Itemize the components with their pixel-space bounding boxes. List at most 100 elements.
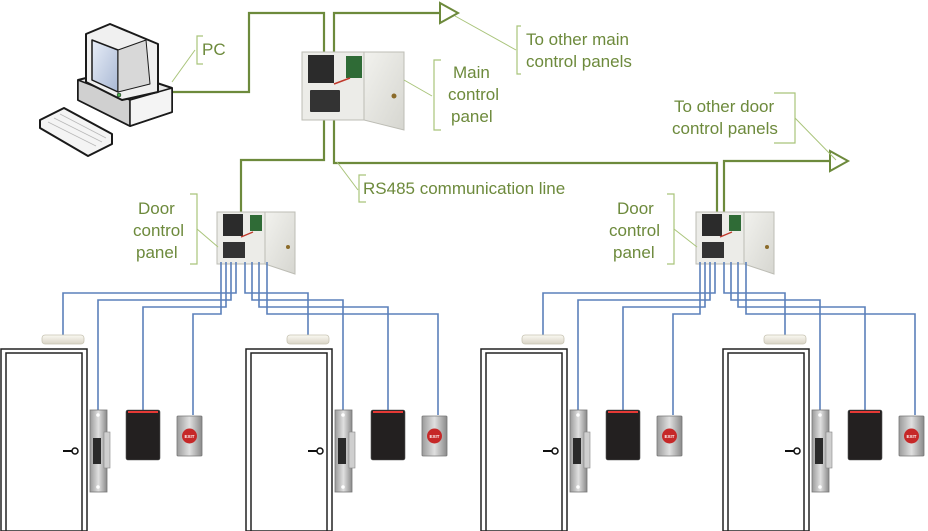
device-wire (266, 262, 439, 415)
strike-screw-bottom (96, 485, 100, 489)
door-lock-icon (71, 447, 79, 455)
card-reader-led (608, 411, 638, 413)
door-panel-right-label-3: panel (613, 243, 655, 262)
other-door-label-1: To other door (674, 97, 775, 116)
main-panel-label-1: Main (453, 63, 490, 82)
card-reader-icon (125, 409, 161, 461)
other-door-label-2: control panels (672, 119, 778, 138)
strike-screw-bottom (818, 485, 822, 489)
door-panel-left-bracket (190, 193, 198, 265)
device-wire (577, 262, 711, 410)
door-panel-right-bracket (667, 193, 675, 265)
door-panel-left-leader-line (196, 228, 219, 248)
card-reader-icon (370, 409, 406, 461)
main-panel-leader-line (403, 79, 433, 97)
device-wire (622, 262, 706, 410)
device-wire (723, 262, 786, 335)
exit-button-label: EXIT (906, 434, 916, 439)
rs485-leader-line (336, 161, 359, 191)
exit-button-icon (904, 428, 919, 444)
door-lock-icon (316, 447, 324, 455)
door-control-panel-right (695, 211, 775, 275)
device-wire (730, 262, 821, 410)
door-contact-magnet-icon (286, 334, 330, 345)
pc-link-line (173, 11, 326, 94)
card-reader-led (850, 411, 880, 413)
door-leaf-icon (727, 352, 805, 531)
device-wire (97, 262, 232, 410)
device-wire (672, 262, 701, 415)
door-panel-right-label-1: Door (617, 199, 654, 218)
door-leaf-icon (250, 352, 328, 531)
exit-button-icon (662, 428, 677, 444)
strike-keeper (93, 438, 101, 464)
pc-computer (39, 23, 173, 157)
strike-keeper (815, 438, 823, 464)
door-panel-right-label-2: control (609, 221, 660, 240)
strike-screw-top (341, 413, 345, 417)
rs485-bracket (358, 174, 366, 203)
device-wiring (62, 262, 916, 415)
other-door-leader-line (794, 117, 837, 161)
door-group: EXIT (722, 334, 925, 531)
door-group: EXIT (0, 334, 203, 531)
rs485-left-line (239, 120, 326, 212)
arrow-other-main-icon (439, 1, 461, 25)
pc-label-bracket (196, 35, 203, 65)
pc-label: PC (202, 40, 226, 59)
door-devices: EXIT EXIT EXIT EXIT (0, 334, 925, 531)
door-leaf-icon (5, 352, 83, 531)
arrow-other-door-icon (829, 149, 851, 173)
main-panel-label-2: control (448, 85, 499, 104)
device-wire (62, 262, 237, 335)
strike-lip (348, 431, 356, 469)
device-wire (745, 262, 916, 415)
strike-screw-top (576, 413, 580, 417)
strike-lip (825, 431, 833, 469)
device-wire (142, 262, 227, 410)
door-contact-magnet-icon (521, 334, 565, 345)
door-lock-icon (551, 447, 559, 455)
device-wire (192, 262, 222, 415)
card-reader-icon (605, 409, 641, 461)
strike-screw-bottom (576, 485, 580, 489)
card-reader-led (128, 411, 158, 413)
main-bus-out-line (332, 11, 440, 52)
exit-button-label: EXIT (664, 434, 674, 439)
rs485-out-line (722, 159, 830, 212)
exit-button-icon (182, 428, 197, 444)
exit-button-icon (427, 428, 442, 444)
rs485-right-line (332, 120, 719, 212)
door-panel-left-label-3: panel (136, 243, 178, 262)
other-main-label-2: control panels (526, 52, 632, 71)
card-reader-led (373, 411, 403, 413)
door-group: EXIT (245, 334, 448, 531)
device-wire (737, 262, 866, 410)
strike-lip (103, 431, 111, 469)
strike-lip (583, 431, 591, 469)
device-wire (251, 262, 344, 410)
door-control-panel-left (216, 211, 296, 275)
door-panel-left-label-2: control (133, 221, 184, 240)
exit-button-label: EXIT (429, 434, 439, 439)
other-main-label-1: To other main (526, 30, 629, 49)
strike-keeper (573, 438, 581, 464)
exit-button-label: EXIT (184, 434, 194, 439)
door-panel-right-leader-line (673, 228, 698, 248)
door-leaf-icon (485, 352, 563, 531)
strike-keeper (338, 438, 346, 464)
device-wire (258, 262, 389, 410)
strike-screw-top (96, 413, 100, 417)
door-panel-left-label-1: Door (138, 199, 175, 218)
door-lock-icon (793, 447, 801, 455)
card-reader-icon (847, 409, 883, 461)
main-panel-bracket (433, 59, 441, 131)
main-panel-label-3: panel (451, 107, 493, 126)
door-group: EXIT (480, 334, 683, 531)
pc-leader-line (171, 49, 196, 83)
strike-screw-top (818, 413, 822, 417)
device-wire (244, 262, 309, 335)
door-contact-magnet-icon (763, 334, 807, 345)
main-control-panel (301, 51, 405, 131)
